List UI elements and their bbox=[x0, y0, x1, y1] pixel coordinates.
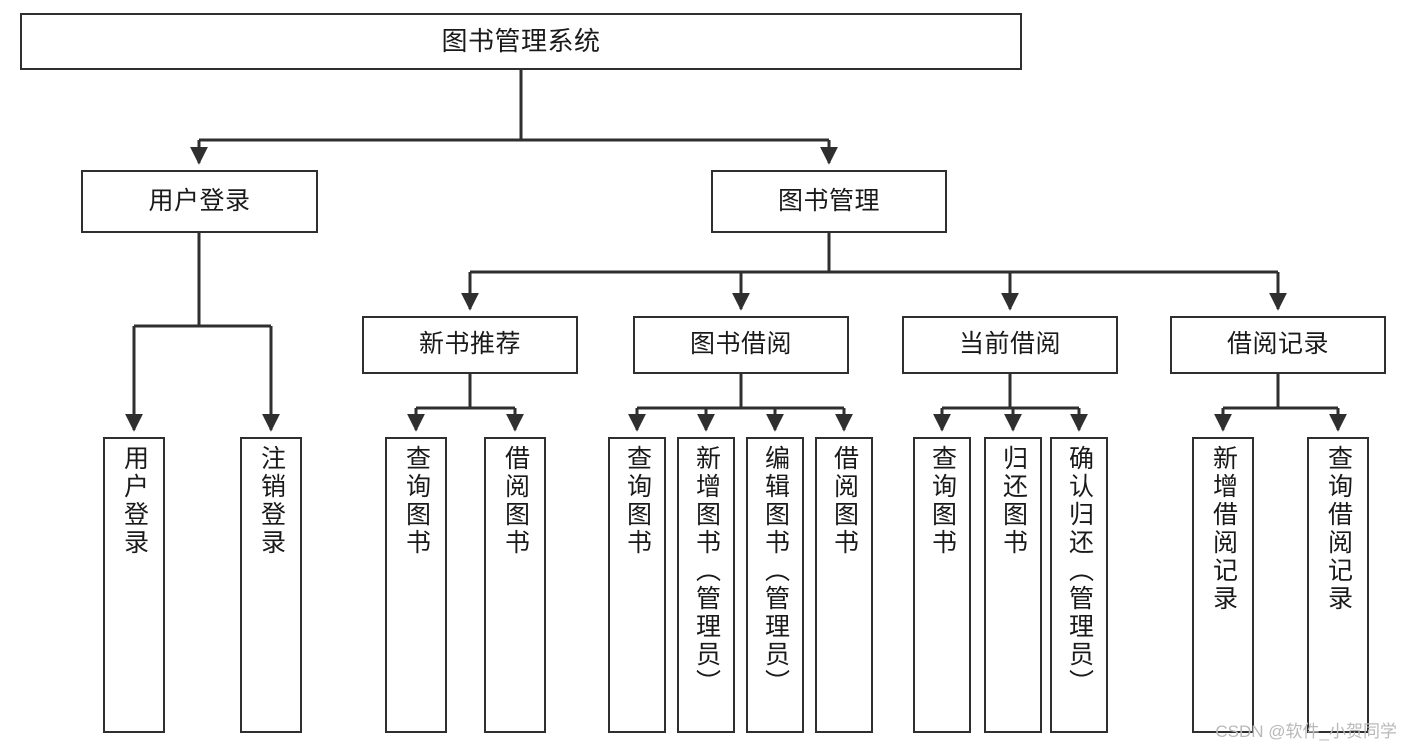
node-leaf-query-book-3[interactable]: 查询图书 bbox=[913, 437, 971, 733]
node-leaf-return-book[interactable]: 归还图书 bbox=[984, 437, 1042, 733]
node-root-label: 图书管理系统 bbox=[441, 26, 601, 57]
node-leaf-borrow-book-1[interactable]: 借阅图书 bbox=[484, 437, 546, 733]
node-leaf-logout[interactable]: 注销登录 bbox=[240, 437, 302, 733]
node-leaf-user-login[interactable]: 用户登录 bbox=[103, 437, 165, 733]
node-leaf-edit-book[interactable]: 编辑图书（管理员） bbox=[746, 437, 804, 733]
node-new-book-rec[interactable]: 新书推荐 bbox=[362, 316, 578, 374]
node-leaf-return-book-label: 归还图书 bbox=[999, 445, 1028, 557]
node-new-book-rec-label: 新书推荐 bbox=[418, 330, 521, 359]
node-leaf-add-book[interactable]: 新增图书（管理员） bbox=[677, 437, 735, 733]
node-root[interactable]: 图书管理系统 bbox=[20, 13, 1022, 70]
node-leaf-borrow-book-2-label: 借阅图书 bbox=[830, 445, 859, 557]
csdn-watermark: CSDN @软件_小贺同学 bbox=[1215, 722, 1397, 741]
node-leaf-user-login-label: 用户登录 bbox=[120, 445, 149, 557]
node-leaf-query-book-1[interactable]: 查询图书 bbox=[385, 437, 447, 733]
node-current-borrow[interactable]: 当前借阅 bbox=[902, 316, 1118, 374]
node-book-manage[interactable]: 图书管理 bbox=[711, 170, 947, 233]
node-leaf-query-book-2[interactable]: 查询图书 bbox=[608, 437, 666, 733]
node-leaf-query-record-label: 查询借阅记录 bbox=[1324, 445, 1353, 613]
node-leaf-add-book-label: 新增图书（管理员） bbox=[692, 445, 721, 697]
node-leaf-add-record[interactable]: 新增借阅记录 bbox=[1192, 437, 1254, 733]
node-book-borrow-label: 图书借阅 bbox=[689, 330, 792, 359]
node-leaf-query-book-2-label: 查询图书 bbox=[623, 445, 652, 557]
node-book-borrow[interactable]: 图书借阅 bbox=[633, 316, 849, 374]
node-leaf-edit-book-label: 编辑图书（管理员） bbox=[761, 445, 790, 697]
node-leaf-add-record-label: 新增借阅记录 bbox=[1209, 445, 1238, 613]
node-leaf-borrow-book-2[interactable]: 借阅图书 bbox=[815, 437, 873, 733]
node-borrow-record-label: 借阅记录 bbox=[1226, 330, 1329, 359]
node-leaf-query-record[interactable]: 查询借阅记录 bbox=[1307, 437, 1369, 733]
node-user-login-label: 用户登录 bbox=[148, 186, 251, 215]
node-leaf-logout-label: 注销登录 bbox=[257, 445, 286, 557]
node-leaf-confirm-return[interactable]: 确认归还（管理员） bbox=[1050, 437, 1108, 733]
node-borrow-record[interactable]: 借阅记录 bbox=[1170, 316, 1386, 374]
node-leaf-query-book-1-label: 查询图书 bbox=[402, 445, 431, 557]
node-user-login[interactable]: 用户登录 bbox=[81, 170, 318, 233]
node-leaf-confirm-return-label: 确认归还（管理员） bbox=[1065, 445, 1094, 697]
node-leaf-query-book-3-label: 查询图书 bbox=[928, 445, 957, 557]
node-current-borrow-label: 当前借阅 bbox=[958, 330, 1061, 359]
node-leaf-borrow-book-1-label: 借阅图书 bbox=[501, 445, 530, 557]
node-book-manage-label: 图书管理 bbox=[777, 186, 880, 215]
